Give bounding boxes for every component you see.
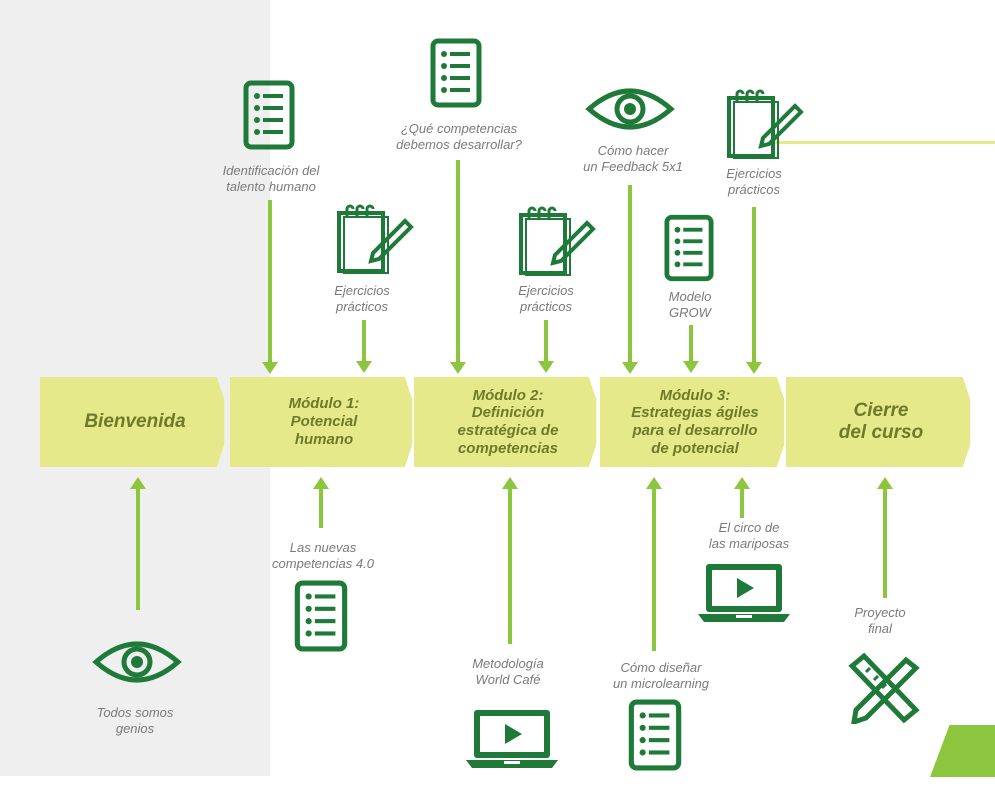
module-1-title-line1: Potencial — [290, 413, 358, 431]
label-nuevas-competencias: Las nuevas competencias 4.0 — [248, 540, 398, 573]
connector-line — [772, 141, 995, 144]
notepad-pencil-icon — [335, 203, 415, 275]
notepad-pencil-icon — [517, 205, 597, 277]
label-proyecto-line2: final — [868, 621, 892, 637]
module-2-title-line2: estratégica de — [457, 422, 559, 439]
label-feedback-line2: un Feedback 5x1 — [583, 159, 683, 175]
module-3-title-line1: Estrategias ágiles — [631, 404, 759, 422]
label-que-competencias-line2: debemos desarrollar? — [396, 137, 522, 153]
module-1-number: Módulo 1: — [288, 395, 360, 413]
eye-icon — [585, 83, 675, 135]
label-que-competencias: ¿Qué competencias debemos desarrollar? — [370, 121, 548, 154]
arrow-grow — [683, 325, 699, 373]
module-cierre-line2: del curso — [838, 422, 924, 443]
label-nuevas-competencias-line1: Las nuevas — [289, 540, 357, 555]
label-todos-genios: Todos somos genios — [70, 705, 200, 738]
arrow-ejercicios-3 — [746, 207, 762, 374]
label-feedback: Cómo hacer un Feedback 5x1 — [548, 143, 718, 176]
module-3-title-line2: para el desarrollo — [632, 422, 758, 439]
laptop-play-icon — [466, 706, 558, 770]
label-ejercicios-2: Ejercicios prácticos — [494, 283, 598, 316]
label-microlearning-line1: Cómo diseñar — [620, 660, 702, 675]
module-2-title-line1: Definición — [471, 404, 545, 422]
label-world-cafe-line1: Metodología — [472, 656, 544, 671]
label-identificacion-line1: Identificación del — [222, 163, 320, 178]
module-cierre: Cierre del curso — [786, 377, 971, 467]
arrow-proyecto — [877, 477, 893, 598]
module-1: Módulo 1: Potencial humano — [230, 377, 413, 467]
arrow-microlearning — [646, 477, 662, 651]
label-ejercicios-3: Ejercicios prácticos — [702, 166, 806, 199]
arrow-world-cafe — [502, 477, 518, 644]
label-identificacion-line2: talento humano — [226, 179, 316, 195]
label-ejercicios-1-line2: prácticos — [335, 299, 389, 315]
label-world-cafe-line2: World Café — [475, 672, 541, 688]
label-grow-line1: Modelo — [668, 289, 712, 304]
module-2: Módulo 2: Definición estratégica de comp… — [414, 377, 597, 467]
arrow-feedback — [622, 185, 638, 374]
module-1-title-line2: humano — [294, 430, 354, 448]
label-ejercicios-3-line1: Ejercicios — [726, 166, 782, 181]
eye-icon — [92, 636, 182, 688]
label-mariposas: El circo de las mariposas — [690, 520, 808, 553]
label-microlearning: Cómo diseñar un microlearning — [586, 660, 736, 693]
document-list-icon — [294, 580, 348, 652]
module-cierre-line1: Cierre — [853, 399, 909, 421]
module-3-number: Módulo 3: — [659, 386, 731, 404]
bottom-strip — [0, 776, 995, 801]
label-grow-line2: GROW — [669, 305, 711, 321]
arrow-identificacion — [262, 200, 278, 374]
label-mariposas-line1: El circo de — [718, 520, 780, 535]
arrow-todos-genios — [130, 477, 146, 610]
arrow-que-competencias — [450, 160, 466, 374]
module-2-number: Módulo 2: — [472, 386, 544, 404]
label-proyecto: Proyecto final — [840, 605, 920, 638]
label-identificacion: Identificación del talento humano — [186, 163, 356, 196]
module-bienvenida-label: Bienvenida — [84, 410, 186, 432]
arrow-ejercicios-1 — [356, 320, 372, 373]
label-microlearning-line2: un microlearning — [612, 676, 710, 692]
corner-decoration — [930, 725, 995, 777]
label-todos-genios-line1: Todos somos — [96, 705, 174, 720]
arrow-mariposas — [734, 477, 750, 518]
label-grow: Modelo GROW — [652, 289, 728, 322]
notepad-pencil-icon — [725, 88, 805, 160]
label-que-competencias-line1: ¿Qué competencias — [400, 121, 518, 136]
label-feedback-line1: Cómo hacer — [597, 143, 669, 158]
label-ejercicios-2-line1: Ejercicios — [518, 283, 574, 298]
ruler-pencil-icon — [844, 652, 922, 724]
label-nuevas-competencias-line2: competencias 4.0 — [272, 556, 374, 572]
module-3-title-line3: de potencial — [651, 439, 739, 457]
module-2-title-line3: competencias — [457, 439, 559, 457]
label-todos-genios-line2: genios — [115, 721, 155, 737]
label-ejercicios-1: Ejercicios prácticos — [310, 283, 414, 316]
label-ejercicios-1-line1: Ejercicios — [334, 283, 390, 298]
document-list-icon — [664, 213, 714, 283]
laptop-play-icon — [698, 560, 790, 624]
document-list-icon — [430, 38, 482, 108]
label-ejercicios-3-line2: prácticos — [727, 182, 781, 198]
label-ejercicios-2-line2: prácticos — [519, 299, 573, 315]
arrow-nuevas-competencias — [313, 477, 329, 528]
module-3: Módulo 3: Estrategias ágiles para el des… — [600, 377, 785, 467]
arrow-ejercicios-2 — [538, 320, 554, 373]
module-bienvenida: Bienvenida — [40, 377, 225, 467]
document-list-icon — [243, 80, 295, 150]
label-proyecto-line1: Proyecto — [854, 605, 906, 620]
document-list-icon — [628, 699, 682, 771]
label-mariposas-line2: las mariposas — [708, 536, 790, 552]
label-world-cafe: Metodología World Café — [438, 656, 578, 689]
